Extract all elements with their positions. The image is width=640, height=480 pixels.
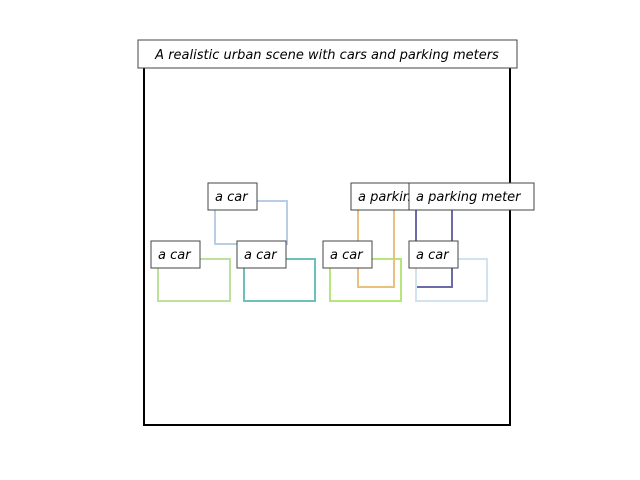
object-label-2: a car bbox=[244, 248, 278, 263]
object-label-1: a car bbox=[158, 248, 192, 263]
object-label-3: a car bbox=[330, 248, 364, 263]
object-label-box-5 bbox=[408, 182, 535, 211]
object-label-0: a car bbox=[215, 190, 249, 205]
object-label-box-0 bbox=[207, 182, 258, 211]
object-label-box-3 bbox=[322, 240, 373, 269]
object-label-box-1 bbox=[150, 240, 201, 269]
object-label-6: a car bbox=[416, 248, 450, 263]
object-label-box-6 bbox=[408, 240, 459, 269]
scene-title: A realistic urban scene with cars and pa… bbox=[154, 48, 499, 63]
object-label-box-2 bbox=[236, 240, 287, 269]
object-label-5: a parking meter bbox=[416, 190, 522, 205]
title-box bbox=[137, 39, 518, 69]
